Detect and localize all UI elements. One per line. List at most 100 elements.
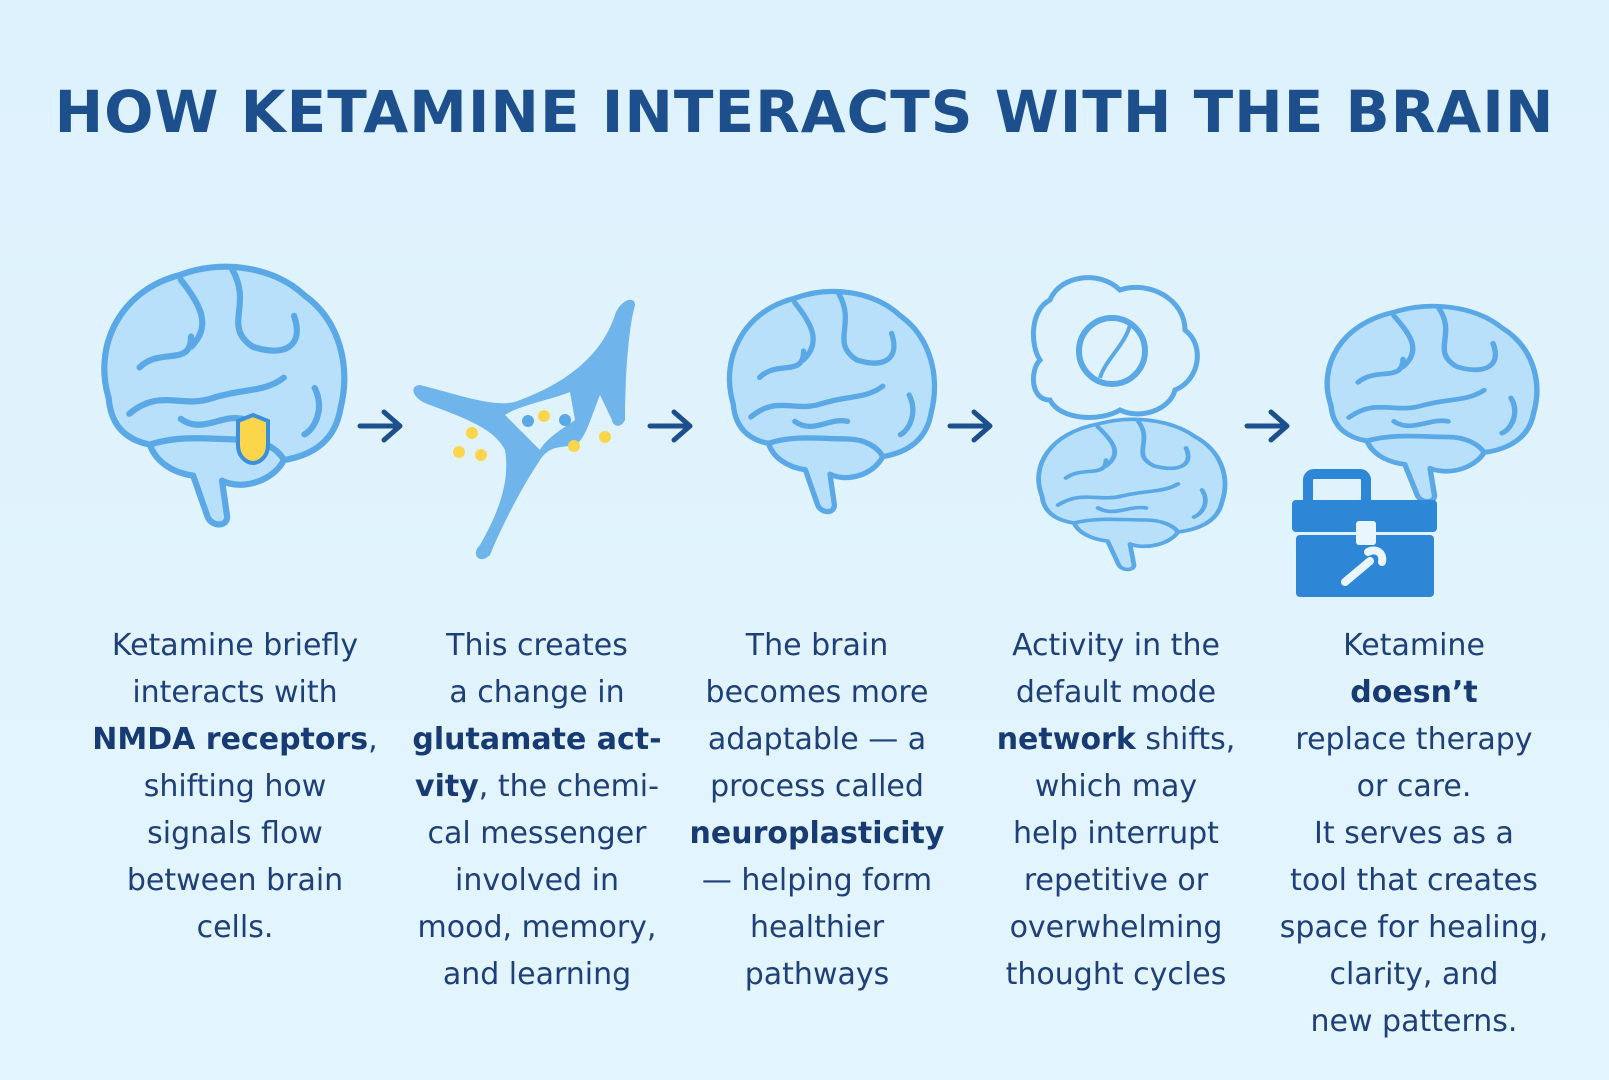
description-line: — helping form <box>667 857 967 904</box>
neuron-synapse-icon <box>413 299 635 560</box>
text-segment: involved in <box>455 863 619 898</box>
text-segment: Ketamine <box>1343 628 1485 663</box>
description-line: cells. <box>85 904 385 951</box>
description-line: which may <box>966 763 1266 810</box>
shield-icon <box>236 412 270 466</box>
description-line: between brain <box>85 857 385 904</box>
description-line: signals flow <box>85 810 385 857</box>
description-line: NMDA receptors, <box>85 716 385 763</box>
text-segment: The brain <box>745 628 889 663</box>
description-line: space for healing, <box>1264 904 1564 951</box>
description-line: help interrupt <box>966 810 1266 857</box>
description-line: vity, the chemi- <box>387 763 687 810</box>
text-segment: interacts with <box>132 675 338 710</box>
brain-icon <box>1039 419 1225 569</box>
text-segment: thought cycles <box>1005 957 1227 992</box>
text-segment: space for healing, <box>1279 910 1549 945</box>
description-line: The brain <box>667 622 967 669</box>
text-segment: Activity in the <box>1012 628 1220 663</box>
description-line: glutamate act- <box>387 716 687 763</box>
text-segment: mood, memory, <box>417 910 657 945</box>
text-segment: new patterns. <box>1310 1004 1518 1039</box>
text-segment: and learning <box>442 957 632 992</box>
step-5-description: Ketamine doesn’t replace therapy or care. It… <box>1264 622 1564 1045</box>
text-segment: repetitive or <box>1023 863 1209 898</box>
text-segment: healthier <box>749 910 885 945</box>
text-segment: , <box>368 722 378 757</box>
arrow-right-icon <box>1247 412 1287 440</box>
highlighted-term: NMDA receptors <box>92 722 369 757</box>
description-line: neuroplasticity <box>667 810 967 857</box>
text-segment: — helping form <box>701 863 933 898</box>
text-segment: pathways <box>744 957 890 992</box>
description-line: repetitive or <box>966 857 1266 904</box>
wrench-icon <box>1341 546 1387 586</box>
text-segment: a change in <box>449 675 625 710</box>
text-segment: help interrupt <box>1013 816 1219 851</box>
text-segment: process called <box>710 769 924 804</box>
description-line: This creates <box>387 622 687 669</box>
page-title: HOW KETAMINE INTERACTS WITH THE BRAIN <box>54 78 1555 146</box>
description-line: becomes more <box>667 669 967 716</box>
text-segment: cells. <box>196 910 274 945</box>
description-line: Ketamine <box>1264 622 1564 669</box>
step-3-description: The brain becomes more adaptable — a proces… <box>667 622 967 998</box>
step-4-description: Activity in the default mode network shift… <box>966 622 1266 998</box>
arrow-right-icon <box>950 412 990 440</box>
description-line: tool that creates <box>1264 857 1564 904</box>
thought-cloud-brain-icon <box>1030 275 1225 570</box>
description-line: involved in <box>387 857 687 904</box>
text-segment: or care. <box>1356 769 1472 804</box>
text-segment: Ketamine briefly <box>111 628 359 663</box>
description-line: and learning <box>387 951 687 998</box>
brain-with-shield-icon <box>104 267 344 525</box>
description-line: a change in <box>387 669 687 716</box>
highlighted-term: network <box>996 722 1136 757</box>
description-line: clarity, and <box>1264 951 1564 998</box>
text-segment: adaptable — a <box>707 722 927 757</box>
description-line: replace therapy <box>1264 716 1564 763</box>
description-line: or care. <box>1264 763 1564 810</box>
text-segment: between brain <box>126 863 344 898</box>
text-segment: replace therapy <box>1295 722 1533 757</box>
text-segment: This creates <box>446 628 628 663</box>
arrow-right-icon <box>360 412 400 440</box>
highlighted-term: doesn’t <box>1350 675 1478 710</box>
description-line: adaptable — a <box>667 716 967 763</box>
description-line: pathways <box>667 951 967 998</box>
description-line: shifting how <box>85 763 385 810</box>
description-line: default mode <box>966 669 1266 716</box>
text-segment: cal messenger <box>427 816 647 851</box>
text-segment: clarity, and <box>1329 957 1499 992</box>
highlighted-term: glutamate act- <box>412 722 662 757</box>
description-line: Activity in the <box>966 622 1266 669</box>
text-segment: shifting how <box>143 769 327 804</box>
description-line: new patterns. <box>1264 998 1564 1045</box>
description-line: overwhelming <box>966 904 1266 951</box>
description-line: Ketamine briefly <box>85 622 385 669</box>
description-line: mood, memory, <box>387 904 687 951</box>
arrow-right-icon <box>650 412 690 440</box>
text-segment: which may <box>1034 769 1198 804</box>
description-line: healthier <box>667 904 967 951</box>
description-line: interacts with <box>85 669 385 716</box>
text-segment: default mode <box>1015 675 1217 710</box>
description-line: doesn’t <box>1264 669 1564 716</box>
text-segment: , the chemi- <box>478 769 659 804</box>
description-line: cal messenger <box>387 810 687 857</box>
text-segment: shifts, <box>1135 722 1236 757</box>
brain-toolbox-icon <box>1292 306 1537 597</box>
description-line: It serves as a <box>1264 810 1564 857</box>
toolbox-icon <box>1292 469 1437 597</box>
description-line: thought cycles <box>966 951 1266 998</box>
brain-icon <box>729 291 934 511</box>
text-segment: signals flow <box>147 816 323 851</box>
description-line: network shifts, <box>966 716 1266 763</box>
highlighted-term: neuroplasticity <box>689 816 945 851</box>
text-segment: It serves as a <box>1314 816 1514 851</box>
description-line: process called <box>667 763 967 810</box>
text-segment: tool that creates <box>1290 863 1538 898</box>
text-segment: overwhelming <box>1009 910 1223 945</box>
